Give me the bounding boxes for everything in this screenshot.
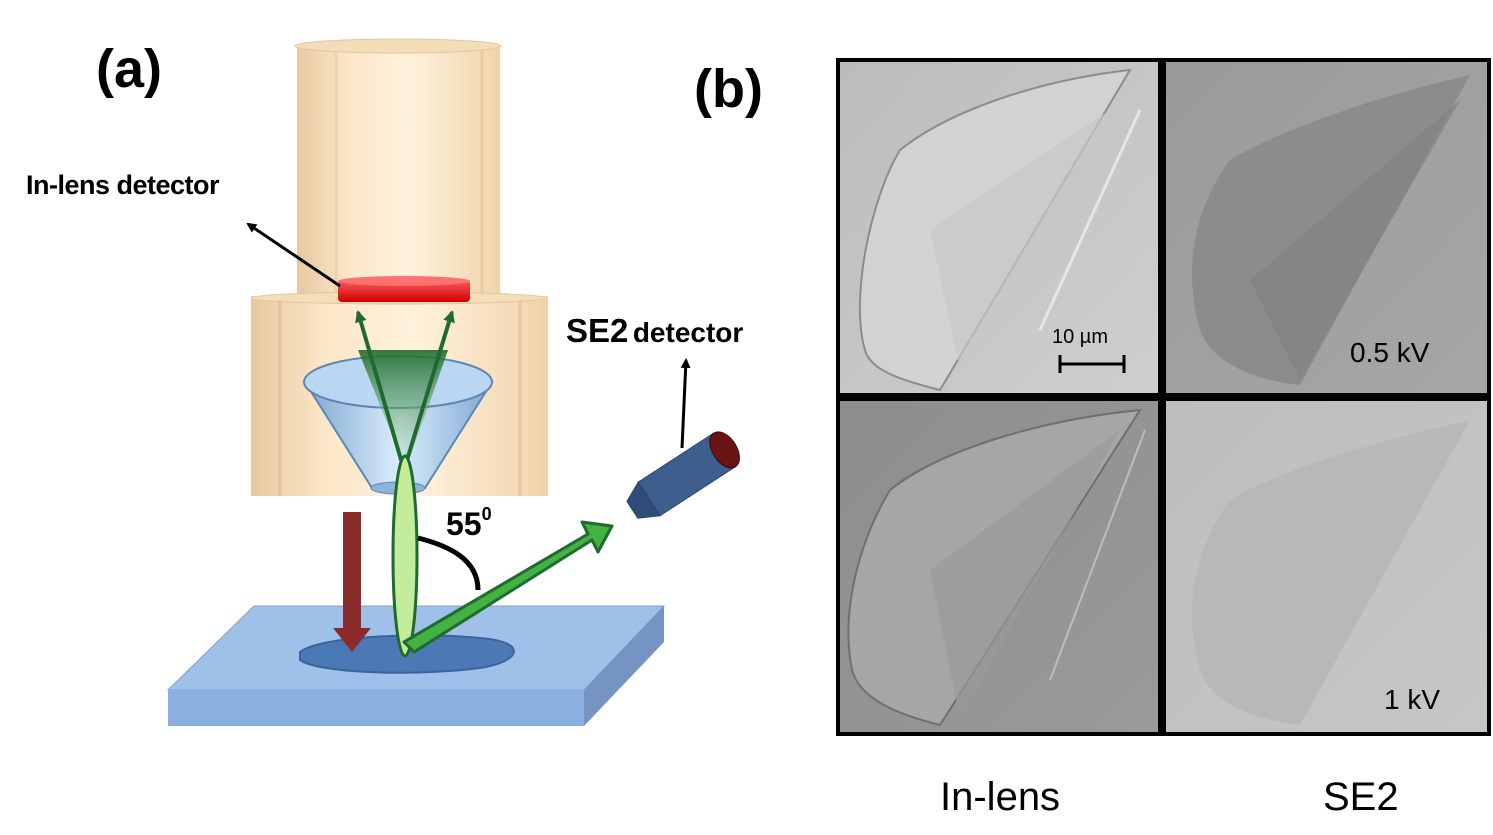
sem-image-grid (836, 58, 1491, 736)
scale-bar-label: 10 µm (1052, 326, 1108, 348)
se1-arrow-right (402, 310, 455, 471)
upper-column (294, 38, 502, 298)
inlens-pointer-arrow (246, 222, 341, 288)
se1-arrow-left (355, 310, 406, 471)
voltage-label-bottom: 1 kV (1384, 684, 1441, 715)
inlens-detector-ring (338, 276, 470, 302)
panel-b-label: (b) (694, 59, 763, 119)
sample-stage (166, 605, 666, 726)
sem-image-inlens-1kv (840, 401, 1158, 732)
se2-detector (626, 431, 740, 519)
angle-arc (417, 535, 481, 591)
se2-arrow (402, 520, 614, 654)
column-label-inlens: In-lens (940, 775, 1061, 819)
se2-detector-label-main: SE2 (566, 312, 629, 349)
column-label-se2: SE2 (1323, 775, 1399, 819)
sem-image-se2-1kv (1166, 401, 1487, 732)
sem-image-inlens-0.5kv (840, 62, 1158, 393)
se2-detector-label-sub: detector (632, 317, 744, 348)
primary-beam-ellipse (391, 454, 419, 658)
se1-cone (358, 350, 448, 470)
sem-image-se2-0.5kv (1166, 62, 1487, 393)
angle-superscript: 0 (481, 504, 492, 524)
inlens-detector-label: In-lens detector (26, 170, 220, 200)
angle-value: 55 (446, 506, 482, 542)
panel-a-label: (a) (96, 39, 162, 99)
se2-detector-label: SE2 detector (566, 312, 743, 350)
sem-column-schematic (166, 38, 740, 726)
se2-pointer-arrow (680, 358, 691, 449)
angle-label: 550 (446, 504, 492, 543)
voltage-label-top: 0.5 kV (1350, 337, 1430, 368)
scale-bar (1058, 355, 1126, 373)
incident-electron-arrow (333, 512, 371, 652)
